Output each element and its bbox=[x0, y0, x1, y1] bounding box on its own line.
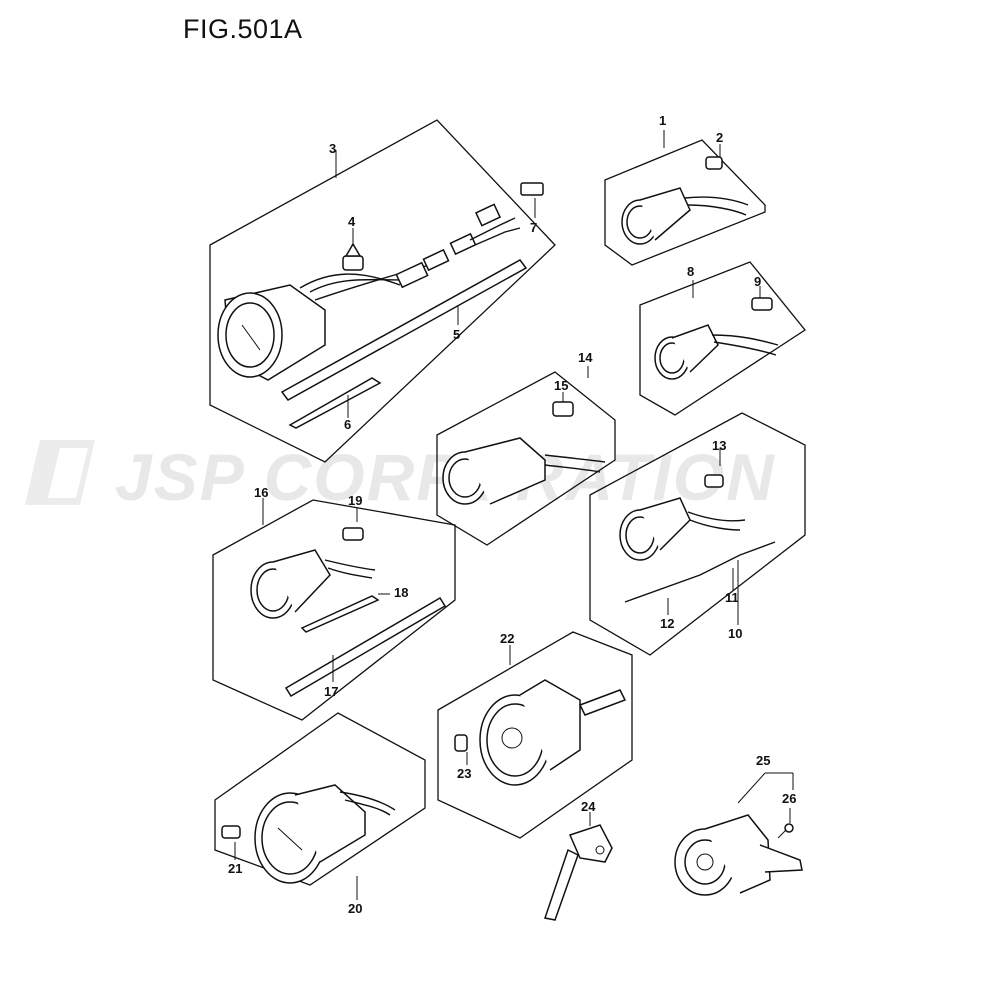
callout-12: 12 bbox=[660, 616, 674, 631]
panel-part-8 bbox=[639, 261, 806, 416]
callout-6: 6 bbox=[344, 417, 351, 432]
callout-20: 20 bbox=[348, 901, 362, 916]
callout-18: 18 bbox=[394, 585, 408, 600]
bulb-icon bbox=[704, 474, 724, 488]
callout-13: 13 bbox=[712, 438, 726, 453]
callout-19: 19 bbox=[348, 493, 362, 508]
bulb-icon bbox=[342, 527, 364, 541]
cable-tie-icon bbox=[300, 595, 380, 633]
screw-icon bbox=[777, 808, 794, 839]
callout-23: 23 bbox=[457, 766, 471, 781]
socket-icon bbox=[520, 182, 544, 196]
panel-part-10 bbox=[589, 412, 806, 656]
callout-21: 21 bbox=[228, 861, 242, 876]
bulb-icon bbox=[342, 242, 364, 271]
callout-10: 10 bbox=[728, 626, 742, 641]
callout-14: 14 bbox=[578, 350, 593, 365]
callout-25: 25 bbox=[756, 753, 770, 768]
housing-icon bbox=[674, 772, 803, 896]
bulb-icon bbox=[552, 401, 574, 417]
panel-part-16 bbox=[212, 498, 456, 721]
bulb-icon bbox=[454, 734, 468, 752]
panel-part-1 bbox=[604, 130, 766, 266]
callout-1: 1 bbox=[659, 113, 666, 128]
callout-5: 5 bbox=[453, 327, 460, 342]
callout-7: 7 bbox=[530, 220, 537, 235]
bulb-icon bbox=[705, 156, 723, 170]
callout-3: 3 bbox=[329, 141, 336, 156]
callout-15: 15 bbox=[554, 378, 568, 393]
tube-icon bbox=[284, 596, 447, 698]
figure-title: FIG.501A bbox=[183, 14, 303, 44]
callout-8: 8 bbox=[687, 264, 694, 279]
bulb-icon bbox=[221, 825, 241, 839]
bracket-icon bbox=[544, 812, 613, 921]
cable-tie-icon bbox=[288, 377, 382, 429]
connector-icon bbox=[395, 203, 521, 289]
tube-icon bbox=[280, 259, 528, 401]
panel-part-3 bbox=[209, 119, 556, 463]
callout-4: 4 bbox=[348, 214, 356, 229]
callout-9: 9 bbox=[754, 274, 761, 289]
bulb-icon bbox=[751, 297, 773, 311]
callout-2: 2 bbox=[716, 130, 723, 145]
panel-part-22 bbox=[437, 631, 633, 839]
panel-part-20 bbox=[214, 712, 426, 900]
callout-24: 24 bbox=[581, 799, 596, 814]
callout-22: 22 bbox=[500, 631, 514, 646]
callout-11: 11 bbox=[725, 590, 739, 605]
panel-part-14 bbox=[436, 366, 616, 546]
callout-16: 16 bbox=[254, 485, 268, 500]
callout-26: 26 bbox=[782, 791, 796, 806]
callout-17: 17 bbox=[324, 684, 338, 699]
